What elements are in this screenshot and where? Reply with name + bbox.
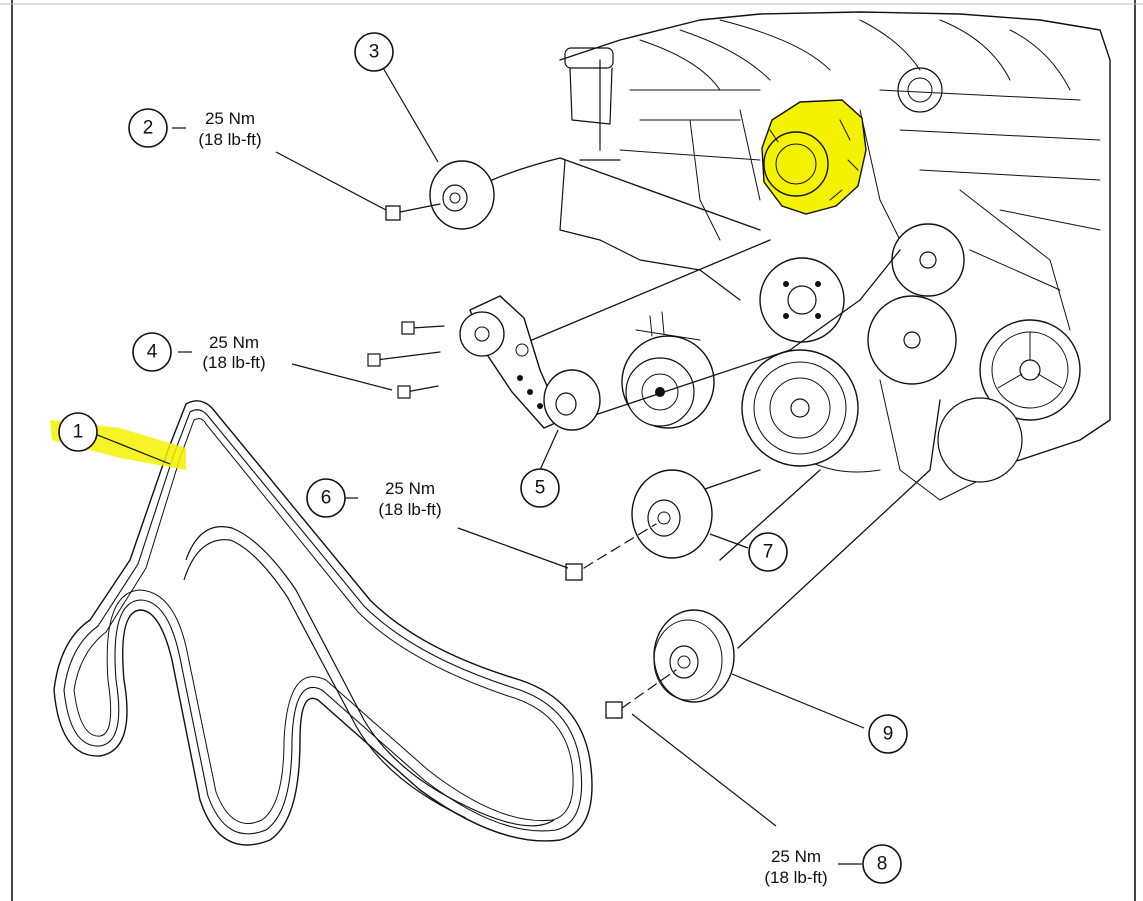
svg-text:8: 8 <box>877 854 888 875</box>
callout-7: 7 <box>748 532 788 572</box>
svg-text:7: 7 <box>763 542 774 563</box>
bolt-8 <box>605 669 677 719</box>
leader-lines <box>172 65 865 865</box>
water-pump-pulley <box>759 257 845 343</box>
crankshaft-damper <box>741 349 859 467</box>
tensioner-bolts <box>367 321 445 399</box>
torque-spec-2-lbft: (18 lb-ft) <box>198 130 261 149</box>
torque-spec-2-nm: 25 Nm <box>205 109 255 128</box>
idler-pulley-7 <box>631 469 713 559</box>
idler-pulley-right <box>867 295 957 385</box>
idler-pulley-upper <box>891 223 965 297</box>
torque-spec-6-lbft: (18 lb-ft) <box>378 500 441 519</box>
torque-spec-8: 25 Nm (18 lb-ft) <box>764 847 827 887</box>
callout-3: 3 <box>354 32 394 72</box>
svg-text:1: 1 <box>73 422 84 443</box>
tensioner-pulley <box>543 369 601 431</box>
svg-text:5: 5 <box>535 478 546 499</box>
callout-2: 2 <box>128 108 168 148</box>
torque-spec-8-lbft: (18 lb-ft) <box>764 868 827 887</box>
callout-1: 1 <box>58 412 98 452</box>
svg-text:2: 2 <box>143 118 154 139</box>
drive-belt <box>53 400 593 846</box>
engine-block-illustration <box>559 11 1111 501</box>
generator-illustration <box>937 397 1023 483</box>
power-steering-pump-pulley <box>979 319 1081 421</box>
svg-text:4: 4 <box>147 342 158 363</box>
torque-spec-4-lbft: (18 lb-ft) <box>202 353 265 372</box>
torque-spec-4-nm: 25 Nm <box>209 333 259 352</box>
bolt-2 <box>385 203 441 221</box>
torque-spec-8-nm: 25 Nm <box>771 847 821 866</box>
svg-text:6: 6 <box>321 488 332 509</box>
callout-8: 8 <box>862 844 902 884</box>
svg-text:3: 3 <box>369 42 380 63</box>
belt-routing-path <box>491 157 941 649</box>
callout-9: 9 <box>868 714 908 754</box>
callout-6: 6 <box>306 478 346 518</box>
water-pump-highlight <box>761 99 867 215</box>
ac-compressor-illustration <box>621 311 715 429</box>
callout-5: 5 <box>520 468 560 508</box>
torque-spec-6-nm: 25 Nm <box>385 479 435 498</box>
torque-spec-4: 25 Nm (18 lb-ft) <box>202 333 265 372</box>
bolt-6 <box>565 523 657 581</box>
belt-tensioner-assembly <box>459 295 563 429</box>
svg-text:9: 9 <box>883 724 894 745</box>
idler-pulley-9 <box>653 609 735 703</box>
torque-spec-6: 25 Nm (18 lb-ft) <box>378 479 441 519</box>
callout-4: 4 <box>132 332 172 372</box>
torque-spec-2: 25 Nm (18 lb-ft) <box>198 109 261 149</box>
idler-pulley-3 <box>429 160 495 230</box>
